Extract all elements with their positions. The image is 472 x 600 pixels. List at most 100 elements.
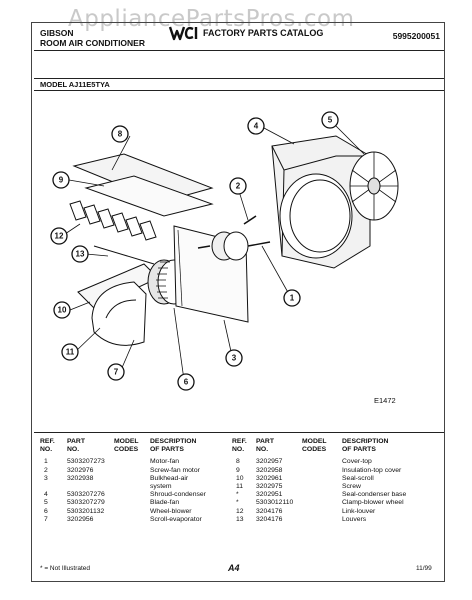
description-cell: Link-louver — [342, 507, 376, 515]
description-cell: Motor-fan — [150, 458, 180, 466]
part-number-cell: 5303012110 — [256, 499, 294, 507]
part-number-cell: 5303207279 — [67, 499, 105, 507]
header-rule — [34, 50, 444, 51]
svg-text:13: 13 — [76, 250, 85, 259]
table-row: 8 3202957 Cover-top — [232, 458, 442, 466]
wci-logo-icon — [168, 26, 198, 41]
callout-13: 13 — [71, 245, 89, 263]
fan-blade-shape — [349, 151, 399, 221]
description-cell: Seal-condenser base — [342, 491, 407, 499]
description-cell: system — [150, 482, 172, 490]
header-part: PART — [67, 438, 85, 445]
leader-lines — [64, 123, 365, 381]
callout-6: 6 — [177, 373, 195, 391]
svg-text:5: 5 — [328, 116, 333, 125]
part-number-cell: 3204176 — [256, 507, 283, 515]
callout-4: 4 — [247, 117, 265, 135]
catalog-number: 5995200051 — [392, 31, 440, 41]
model-rule-top — [34, 78, 444, 79]
product-name: ROOM AIR CONDITIONER — [40, 38, 145, 48]
header-ref-2: NO. — [40, 446, 53, 454]
callout-8: 8 — [111, 125, 129, 143]
ref-cell: 4 — [44, 491, 48, 499]
header-model: MODEL — [302, 438, 327, 445]
parts-table-right: REF. PART MODEL DESCRIPTION NO. NO. CODE… — [232, 438, 442, 524]
description-cell: Wheel-blower — [150, 507, 192, 515]
header-center: FACTORY PARTS CATALOG — [168, 24, 323, 42]
callout-11: 11 — [61, 343, 79, 361]
description-cell: Blade-fan — [150, 499, 180, 507]
description-cell: Clamp-blower wheel — [342, 499, 404, 507]
header-ref: REF. — [232, 438, 247, 445]
scroll-evaporator-shape — [91, 281, 147, 346]
part-number-cell: 3202957 — [256, 458, 283, 466]
page-mark: A4 — [228, 563, 240, 573]
ref-cell: * — [236, 499, 239, 507]
svg-text:9: 9 — [59, 176, 64, 185]
description-cell: Shroud-condenser — [150, 491, 206, 499]
table-header-line2: NO. NO. CODES OF PARTS — [40, 446, 230, 454]
description-cell: Seal-scroll — [342, 474, 374, 482]
table-header-line1: REF. PART MODEL DESCRIPTION — [232, 438, 442, 446]
svg-text:10: 10 — [58, 306, 67, 315]
insulation-shape — [84, 175, 214, 217]
description-cell: Screw-fan motor — [150, 466, 200, 474]
header-part: PART — [256, 438, 274, 445]
ref-cell: 6 — [44, 507, 48, 515]
louvers-shape — [69, 200, 157, 241]
svg-text:3: 3 — [232, 354, 237, 363]
part-number-cell: 3202975 — [256, 482, 283, 490]
table-header-line1: REF. PART MODEL DESCRIPTION — [40, 438, 230, 446]
part-number-cell: 5303207273 — [67, 458, 105, 466]
header-ref: REF. — [40, 438, 55, 445]
table-row: 12 3204176 Link-louver — [232, 508, 442, 516]
part-number-cell: 3204176 — [256, 515, 283, 523]
page-frame — [31, 22, 445, 582]
ref-cell: 2 — [44, 466, 48, 474]
model-rule-bottom — [34, 90, 444, 91]
svg-text:7: 7 — [114, 368, 119, 377]
parts-table-left: REF. PART MODEL DESCRIPTION NO. NO. CODE… — [40, 438, 230, 524]
fan-motor-shape — [197, 231, 271, 261]
ref-cell: 12 — [236, 507, 244, 515]
not-illustrated-note: * = Not Illustrated — [40, 565, 91, 572]
callout-9: 9 — [52, 171, 70, 189]
svg-text:2: 2 — [236, 182, 241, 191]
part-number-cell: 3202961 — [256, 474, 283, 482]
header-desc-2: OF PARTS — [342, 446, 376, 454]
ref-cell: 8 — [236, 458, 240, 466]
table-row: 13 3204176 Louvers — [232, 516, 442, 524]
part-number-cell: 3202976 — [67, 466, 94, 474]
part-number-cell: 3202956 — [67, 515, 94, 523]
table-row: 5 5303207279 Blade-fan — [40, 499, 230, 507]
svg-text:1: 1 — [290, 294, 295, 303]
table-row: * 5303012110 Clamp-blower wheel — [232, 499, 442, 507]
ref-cell: 1 — [44, 458, 48, 466]
ref-cell: * — [236, 491, 239, 499]
description-cell: Insulation-top cover — [342, 466, 402, 474]
part-number-cell: 5303207276 — [67, 491, 105, 499]
ref-cell: 5 — [44, 499, 48, 507]
part-number-cell: 3202951 — [256, 491, 283, 499]
part-number-cell: 3202958 — [256, 466, 283, 474]
description-cell: Louvers — [342, 515, 367, 523]
screw-shape — [243, 215, 257, 225]
link-louver-shape — [93, 245, 155, 265]
table-rule — [34, 432, 444, 433]
header-desc-2: OF PARTS — [150, 446, 184, 454]
description-cell: Cover-top — [342, 458, 372, 466]
header-part-2: NO. — [67, 446, 80, 454]
description-cell: Bulkhead-air — [150, 474, 189, 482]
table-row: * 3202951 Seal-condenser base — [232, 491, 442, 499]
callout-7: 7 — [107, 363, 125, 381]
table-row: 4 5303207276 Shroud-condenser — [40, 491, 230, 499]
table-row: 2 3202976 Screw-fan motor — [40, 467, 230, 475]
header-desc: DESCRIPTION — [150, 438, 197, 445]
ref-cell: 13 — [236, 515, 244, 523]
header-ref-2: NO. — [232, 446, 245, 454]
